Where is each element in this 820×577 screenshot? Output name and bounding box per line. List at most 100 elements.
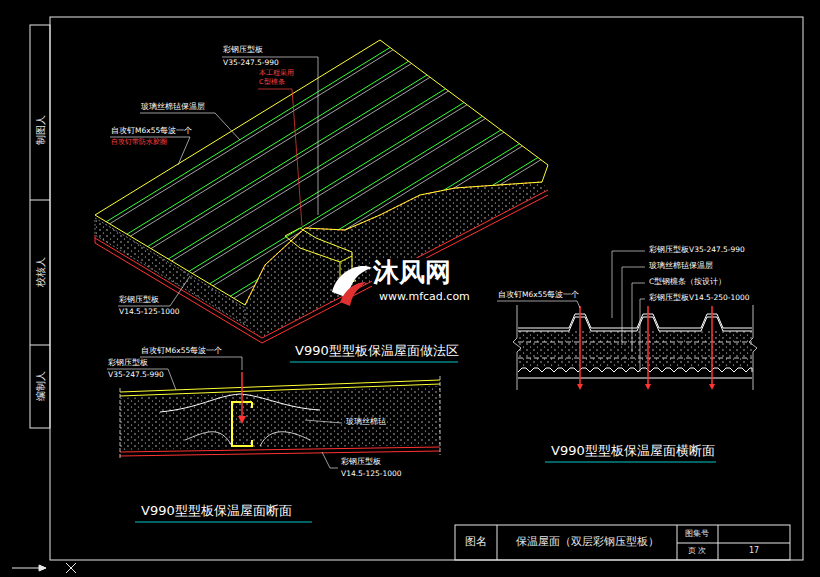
- leader-lines: [640, 299, 645, 300]
- top-sheet-line: [120, 384, 440, 396]
- part-label: 彩钢压型板V14.5-250-1000: [648, 294, 751, 302]
- insulation-end-face: [95, 218, 245, 325]
- c-purlin: [285, 228, 352, 282]
- screw-head: [645, 384, 651, 390]
- rib-line: [169, 108, 497, 309]
- title-underlines: [135, 522, 312, 523]
- screw: [241, 372, 243, 416]
- title-cell: 保温屋面（双层彩钢压型板）: [515, 536, 660, 548]
- screw: [647, 306, 649, 384]
- leader-lines: [110, 137, 190, 165]
- leader-lines: [322, 452, 338, 468]
- sheet-profile: [518, 314, 752, 328]
- part-label: 玻璃丝棉毡保温层: [648, 262, 714, 270]
- rib-line: [117, 69, 445, 270]
- part-label: 彩钢压型板: [340, 458, 382, 466]
- part-label: 彩钢压型板: [118, 296, 160, 304]
- bottom-sheet-edge: [95, 235, 96, 243]
- view-title: V990型型板保温屋面做法区: [294, 344, 460, 358]
- watermark: 沐风网: [372, 258, 452, 287]
- rib-line: [227, 151, 555, 352]
- bottom-sheet-line: [518, 378, 752, 379]
- leader-lines: [107, 369, 176, 390]
- bottom-sheet-edge: [262, 195, 548, 343]
- rib-line: [209, 137, 537, 338]
- insulation-fill: [120, 386, 440, 450]
- rib-line: [80, 41, 408, 242]
- watermark: www.mfcad.com: [378, 291, 471, 303]
- sheet-frame: [30, 200, 50, 201]
- rib-line: [172, 110, 500, 311]
- bottom-sheet-edge: [95, 243, 262, 343]
- note: 自攻钉带防水胶圈: [110, 139, 168, 146]
- title-cell: 图名: [464, 536, 488, 548]
- title-cell: 17: [748, 547, 760, 556]
- signature-field: 制图人: [35, 114, 46, 146]
- rib-line: [224, 149, 552, 350]
- leader-lines: [632, 283, 633, 352]
- leader-lines: [632, 283, 645, 284]
- insulation-revealed: [245, 182, 548, 338]
- insulation-hump: [185, 432, 310, 446]
- rib-line: [151, 94, 479, 295]
- leader-lines: [107, 57, 645, 468]
- part-label: 自攻钉M6x55每波一个: [497, 291, 580, 299]
- watermark-logo: [332, 266, 372, 306]
- title-underlines: [135, 362, 716, 522]
- bottom-sheet-line: [120, 451, 440, 456]
- part-spec: V35-247.5-990: [107, 371, 165, 379]
- break-line: [440, 376, 441, 455]
- title-block: [497, 525, 498, 560]
- break-line: [120, 388, 121, 460]
- sheet-frame: [12, 17, 803, 573]
- leader-lines: [612, 251, 613, 318]
- title-cell: 图集号: [684, 530, 710, 539]
- screw-head: [577, 384, 583, 390]
- leader-lines: [140, 357, 242, 370]
- top-sheet-outline: [95, 40, 548, 305]
- title-underlines: [290, 362, 458, 363]
- roof-cross-section: [513, 305, 757, 390]
- view-title: V990型型板保温屋面横断面: [550, 444, 716, 458]
- screw: [711, 306, 713, 384]
- leader-lines: [118, 276, 190, 306]
- note: 本工程采用: [258, 70, 295, 77]
- sheet-frame: [39, 565, 46, 571]
- rib-line: [132, 80, 460, 281]
- rib-line: [154, 96, 482, 297]
- break-line: [513, 305, 521, 390]
- part-spec: V35-247.5-990: [222, 59, 280, 67]
- rib-line: [114, 66, 442, 267]
- part-label: 彩钢压型板: [222, 46, 264, 54]
- bottom-sheet-profile: [518, 368, 752, 372]
- isometric-roof: [77, 39, 556, 353]
- purlin-line: [518, 342, 752, 343]
- signature-field: 编制人: [35, 370, 46, 402]
- part-spec: V14.5-125-1000: [340, 470, 403, 478]
- sheet-frame: [30, 25, 50, 428]
- part-spec: V14.5-125-1000: [118, 308, 181, 316]
- sheet-frame: [30, 345, 50, 346]
- sheet-profile: [518, 368, 752, 372]
- part-label: 彩钢压型板V35-247.5-990: [648, 246, 746, 254]
- rib-line: [187, 121, 515, 322]
- break-line: [749, 305, 757, 390]
- part-label: 自攻钉M6x55每波一个: [110, 127, 193, 135]
- rib-line: [206, 135, 534, 336]
- leader-lines: [640, 299, 641, 372]
- title-block: [455, 525, 790, 560]
- title-underlines: [545, 462, 716, 463]
- rib-line: [98, 55, 426, 256]
- top-sheet-profile: [518, 314, 752, 331]
- rib-line: [190, 124, 518, 325]
- note: C型檩条: [258, 79, 286, 86]
- title-cell: 页 次: [687, 547, 708, 556]
- rib-line: [77, 39, 405, 240]
- bottom-sheet-edge: [262, 190, 548, 338]
- title-block: [455, 525, 790, 560]
- rib-line: [95, 53, 423, 254]
- view-title: V990型型板保温屋面断面: [140, 504, 293, 518]
- leader-lines: [305, 420, 342, 423]
- part-label: 自攻钉M6x55每波一个: [140, 347, 223, 355]
